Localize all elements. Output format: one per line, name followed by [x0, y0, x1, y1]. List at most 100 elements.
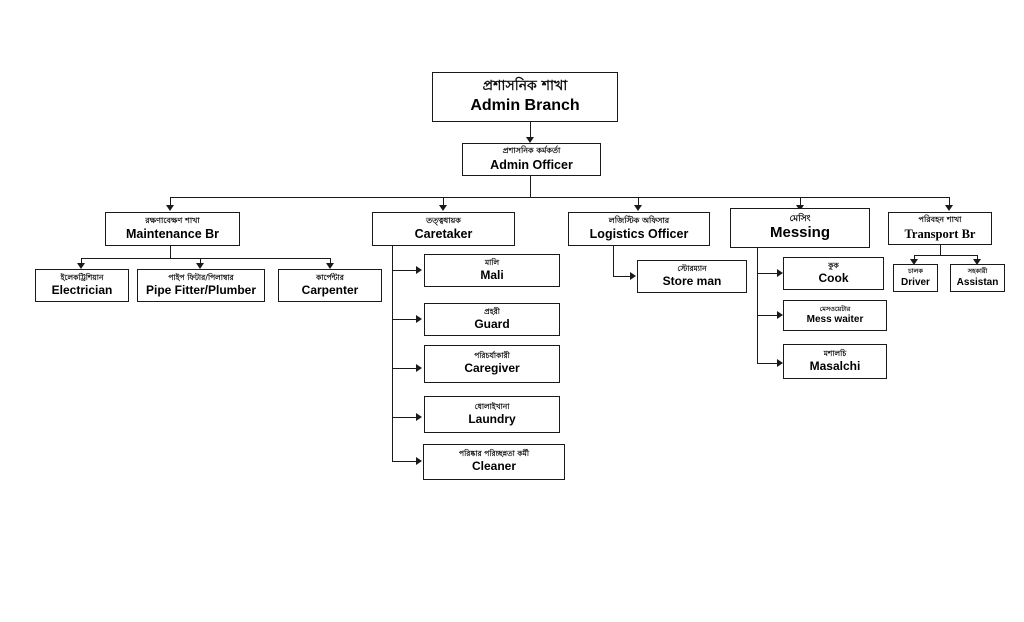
node-driver[interactable]: চালক Driver [893, 264, 938, 292]
connector-caretaker-to-caregiver [392, 368, 417, 370]
node-messing-en: Messing [769, 224, 830, 242]
node-maintenance-br-bn: রক্ষণাবেক্ষণ শাখা [145, 215, 200, 225]
connector-messing-to-messwaiter [757, 315, 778, 317]
node-electrician-bn: ইলেকট্রিশিয়ান [60, 272, 104, 282]
node-cook[interactable]: কুক Cook [783, 257, 884, 290]
arrow-drop-driver [910, 259, 918, 265]
node-logistics-officer[interactable]: লজিস্টিক অফিসার Logistics Officer [568, 212, 710, 246]
node-guard-bn: প্রহরী [484, 306, 500, 316]
node-maintenance-br[interactable]: রক্ষণাবেক্ষণ শাখা Maintenance Br [105, 212, 240, 246]
connector-drop-transport [949, 197, 951, 206]
connector-caretaker-to-laundry [392, 417, 417, 419]
node-carpenter[interactable]: কার্পেন্টার Carpenter [278, 269, 382, 302]
node-admin-officer[interactable]: প্রশাসনিক কর্মকর্তা Admin Officer [462, 143, 601, 176]
node-mess-waiter-en: Mess waiter [806, 314, 864, 326]
node-pipe-fitter-plumber-bn: পাইপ ফিটার/পিলাম্বার [168, 272, 234, 282]
connector-transport-bus [914, 255, 977, 257]
connector-logistics-to-storeman [613, 276, 631, 278]
node-masalchi-bn: মশালচি [823, 348, 847, 358]
node-caregiver[interactable]: পরিচর্যাকারী Caregiver [424, 345, 560, 383]
node-cleaner-bn: পরিষ্কার পরিচ্ছন্নতা কর্মী [458, 449, 529, 459]
node-cleaner[interactable]: পরিষ্কার পরিচ্ছন্নতা কর্মী Cleaner [423, 444, 565, 480]
connector-logistics-spine [613, 246, 615, 277]
connector-drop-caretaker [443, 197, 445, 206]
node-admin-officer-en: Admin Officer [490, 157, 573, 172]
arrow-drop-plumber [196, 263, 204, 269]
arrow-caretaker-to-cleaner [416, 457, 422, 465]
node-messing-bn: মেসিং [789, 214, 811, 225]
connector-messing-to-masalchi [757, 363, 778, 365]
arrow-drop-electrician [77, 263, 85, 269]
node-logistics-officer-bn: লজিস্টিক অফিসার [608, 215, 670, 225]
arrow-caretaker-to-caregiver [416, 364, 422, 372]
node-guard[interactable]: প্রহরী Guard [424, 303, 560, 336]
node-transport-br-en: Transport Br [904, 226, 976, 241]
node-cook-bn: কুক [828, 260, 839, 270]
node-caretaker[interactable]: তত্ত্বধায়ক Caretaker [372, 212, 515, 246]
connector-messing-to-cook [757, 273, 778, 275]
connector-drop-driver [914, 255, 916, 261]
arrow-drop-assistan [973, 259, 981, 265]
arrow-caretaker-to-guard [416, 315, 422, 323]
node-transport-br-bn: পরিবহন শাখা [918, 215, 962, 225]
arrow-drop-caretaker [439, 205, 447, 211]
connector-transport-down [940, 245, 942, 256]
connector-level2-bus [170, 197, 950, 199]
connector-drop-plumber [200, 258, 202, 265]
connector-caretaker-to-guard [392, 319, 417, 321]
connector-caretaker-spine [392, 246, 394, 462]
node-admin-officer-bn: প্রশাসনিক কর্মকর্তা [502, 146, 561, 156]
node-electrician[interactable]: ইলেকট্রিশিয়ান Electrician [35, 269, 129, 302]
node-assistan-en: Assistan [956, 276, 999, 288]
connector-caretaker-to-cleaner [392, 461, 417, 463]
node-caregiver-en: Caregiver [464, 361, 520, 376]
connector-caretaker-to-mali [392, 270, 417, 272]
node-caregiver-bn: পরিচর্যাকারী [474, 351, 510, 361]
connector-maintenance-bus [81, 258, 330, 260]
node-transport-br[interactable]: পরিবহন শাখা Transport Br [888, 212, 992, 245]
connector-drop-logistics [638, 197, 640, 206]
node-cook-en: Cook [818, 270, 849, 285]
arrow-root-to-officer [526, 137, 534, 143]
node-store-man-bn: স্টোরম্যান [677, 263, 707, 273]
connector-officer-down [530, 176, 532, 198]
node-store-man[interactable]: স্টোরম্যান Store man [637, 260, 747, 293]
connector-drop-assistan [977, 255, 979, 261]
node-messing[interactable]: মেসিং Messing [730, 208, 870, 248]
node-mess-waiter[interactable]: মেসওয়েটার Mess waiter [783, 300, 887, 331]
node-store-man-en: Store man [662, 273, 722, 288]
node-laundry-bn: ধোলাইখানা [474, 401, 510, 411]
node-mali-en: Mali [480, 267, 504, 282]
arrow-messing-to-messwaiter [777, 311, 783, 319]
node-assistan-bn: সহকারী [967, 267, 988, 276]
node-mali[interactable]: মালি Mali [424, 254, 560, 287]
node-caretaker-en: Caretaker [414, 227, 473, 242]
node-carpenter-en: Carpenter [301, 282, 359, 297]
arrow-logistics-to-storeman [630, 272, 636, 280]
arrow-drop-logistics [634, 205, 642, 211]
node-mess-waiter-bn: মেসওয়েটার [819, 304, 851, 313]
node-laundry-en: Laundry [468, 411, 516, 426]
connector-drop-electrician [81, 258, 83, 265]
node-pipe-fitter-plumber[interactable]: পাইপ ফিটার/পিলাম্বার Pipe Fitter/Plumber [137, 269, 265, 302]
connector-drop-carpenter [330, 258, 332, 265]
node-masalchi-en: Masalchi [809, 358, 861, 373]
arrow-caretaker-to-mali [416, 266, 422, 274]
node-admin-branch[interactable]: প্রশাসনিক শাখা Admin Branch [432, 72, 618, 122]
connector-drop-maintenance [170, 197, 172, 206]
arrow-drop-maintenance [166, 205, 174, 211]
node-cleaner-en: Cleaner [471, 459, 517, 474]
arrow-caretaker-to-laundry [416, 413, 422, 421]
node-driver-en: Driver [901, 276, 930, 288]
node-masalchi[interactable]: মশালচি Masalchi [783, 344, 887, 379]
node-caretaker-bn: তত্ত্বধায়ক [426, 215, 461, 225]
node-mali-bn: মালি [484, 257, 500, 267]
node-laundry[interactable]: ধোলাইখানা Laundry [424, 396, 560, 433]
connector-maintenance-down [170, 246, 172, 259]
arrow-drop-transport [945, 205, 953, 211]
node-driver-bn: চালক [908, 267, 923, 276]
node-pipe-fitter-plumber-en: Pipe Fitter/Plumber [145, 282, 257, 297]
node-assistan[interactable]: সহকারী Assistan [950, 264, 1005, 292]
node-carpenter-bn: কার্পেন্টার [316, 272, 344, 282]
